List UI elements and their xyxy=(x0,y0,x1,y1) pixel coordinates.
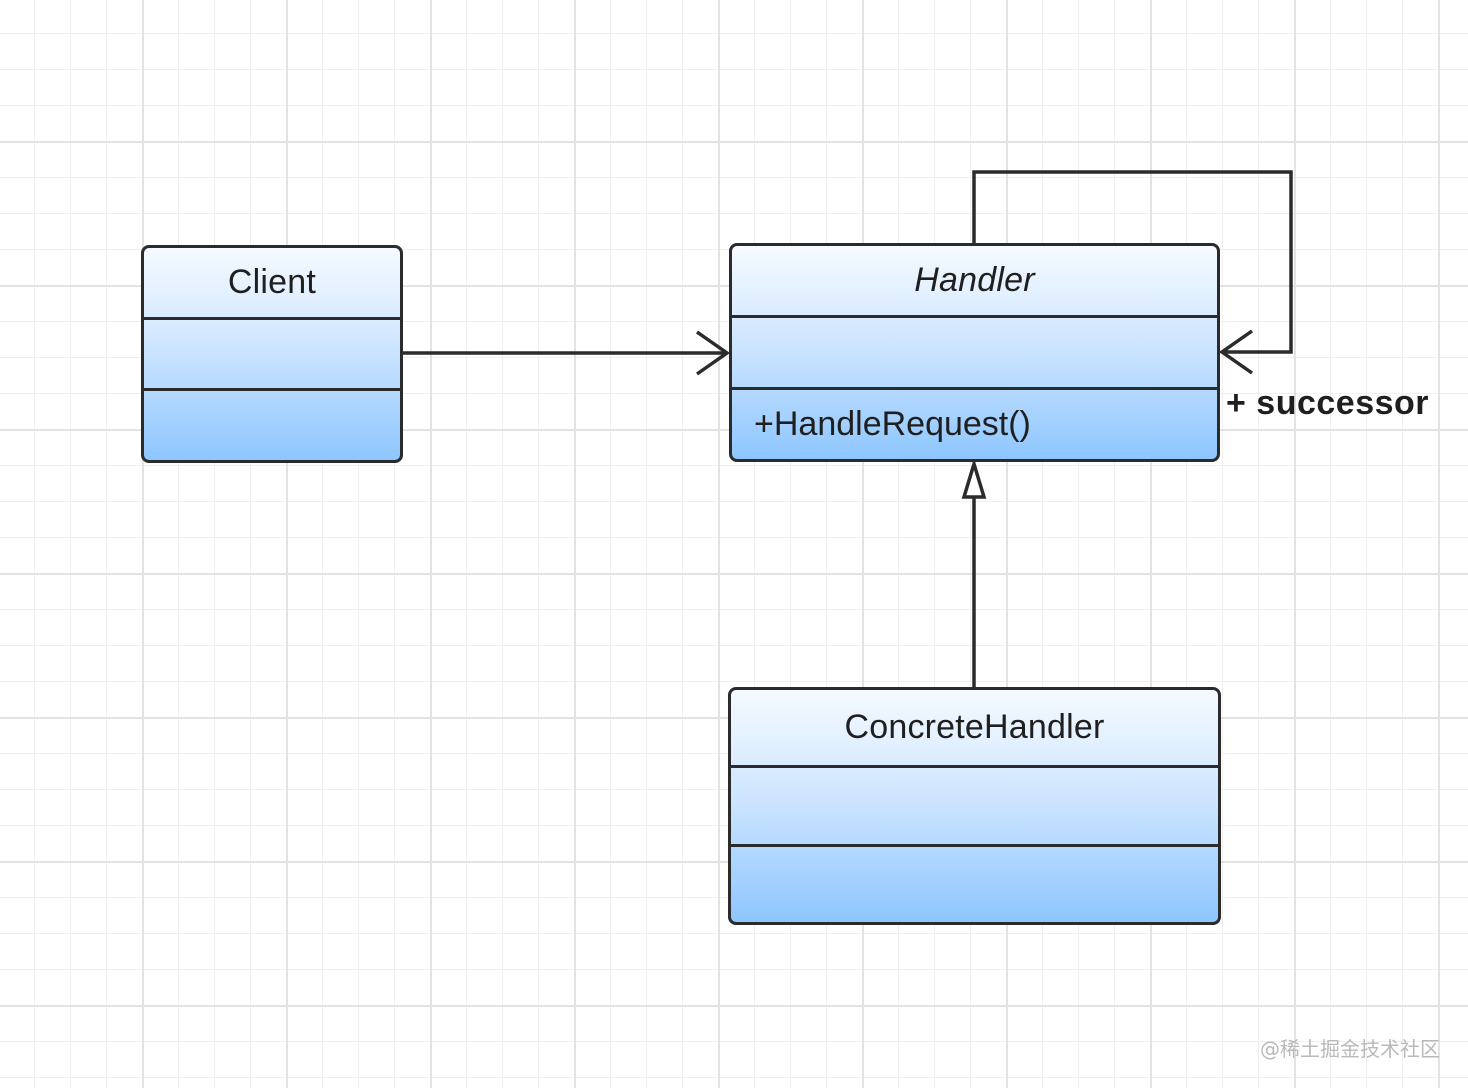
concrete-handler-class-name: ConcreteHandler xyxy=(844,708,1105,747)
successor-role-label: + successor xyxy=(1226,384,1430,422)
successor-arrowhead xyxy=(1218,329,1254,375)
handler-class[interactable]: Handler +HandleRequest() xyxy=(729,243,1220,462)
client-to-handler-arrowhead xyxy=(695,330,731,376)
handler-class-name: Handler xyxy=(914,261,1035,299)
client-name-compartment: Client xyxy=(144,248,400,317)
handle-request-operation: +HandleRequest() xyxy=(754,405,1031,443)
client-attributes-compartment xyxy=(144,316,400,389)
successor-self-association-line xyxy=(972,170,1293,354)
generalization-arrowhead xyxy=(961,457,987,499)
client-class-name: Client xyxy=(227,262,317,301)
handler-attributes-compartment xyxy=(732,315,1217,387)
concrete-handler-name-compartment: ConcreteHandler xyxy=(731,690,1218,765)
handler-name-compartment: Handler xyxy=(732,246,1217,315)
concrete-handler-class[interactable]: ConcreteHandler xyxy=(728,687,1221,925)
handler-operations-compartment: +HandleRequest() xyxy=(732,387,1217,459)
watermark: @稀土掘金技术社区 xyxy=(1260,1037,1440,1061)
client-class[interactable]: Client xyxy=(141,245,403,463)
concrete-handler-operations-compartment xyxy=(731,843,1218,922)
concrete-handler-attributes-compartment xyxy=(731,765,1218,843)
client-operations-compartment xyxy=(144,388,400,460)
